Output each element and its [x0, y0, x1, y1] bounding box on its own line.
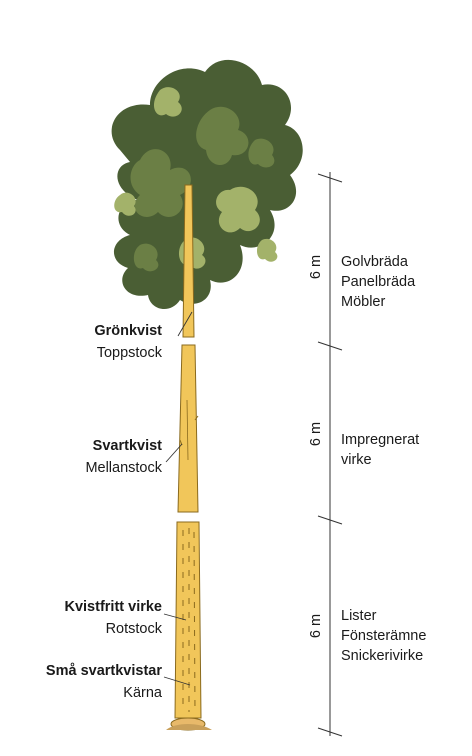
length-label-top: 6 m — [308, 254, 324, 280]
uses-middle: Impregnerat virke — [341, 430, 419, 470]
pine-crown-illustration — [111, 59, 303, 310]
core-knot-label: Små svartkvistar — [45, 663, 162, 679]
stump-illustration — [166, 717, 212, 731]
butt-log — [174, 521, 202, 719]
middle-log — [177, 344, 199, 513]
use-item: Impregnerat — [341, 432, 420, 448]
top-log — [182, 184, 195, 338]
use-item: virke — [341, 452, 372, 468]
knot-label-top: Grönkvist — [94, 323, 162, 339]
core-name: Kärna — [123, 685, 162, 701]
log-name-butt: Rotstock — [105, 621, 162, 637]
log-name-middle: Mellanstock — [85, 460, 162, 476]
length-label-butt: 6 m — [308, 613, 324, 639]
knot-label-middle: Svartkvist — [92, 438, 162, 454]
use-item: Möbler — [341, 294, 386, 310]
measurement-axis — [317, 172, 343, 737]
uses-top: Golvbräda Panelbräda Möbler — [341, 252, 415, 312]
log-name-top: Toppstock — [96, 345, 162, 361]
use-item: Golvbräda — [341, 254, 408, 270]
use-item: Lister — [341, 608, 377, 624]
leader-line-top — [177, 311, 193, 337]
knot-label-butt: Kvistfritt virke — [64, 599, 162, 615]
leader-line-middle — [165, 443, 183, 463]
leader-line-core — [163, 676, 191, 686]
uses-butt: Lister Fönsterämne Snickerivirke — [341, 606, 426, 666]
leader-line-butt — [163, 613, 187, 621]
length-label-middle: 6 m — [308, 421, 324, 447]
use-item: Panelbräda — [341, 274, 416, 290]
use-item: Fönsterämne — [341, 628, 427, 644]
use-item: Snickerivirke — [341, 648, 424, 664]
